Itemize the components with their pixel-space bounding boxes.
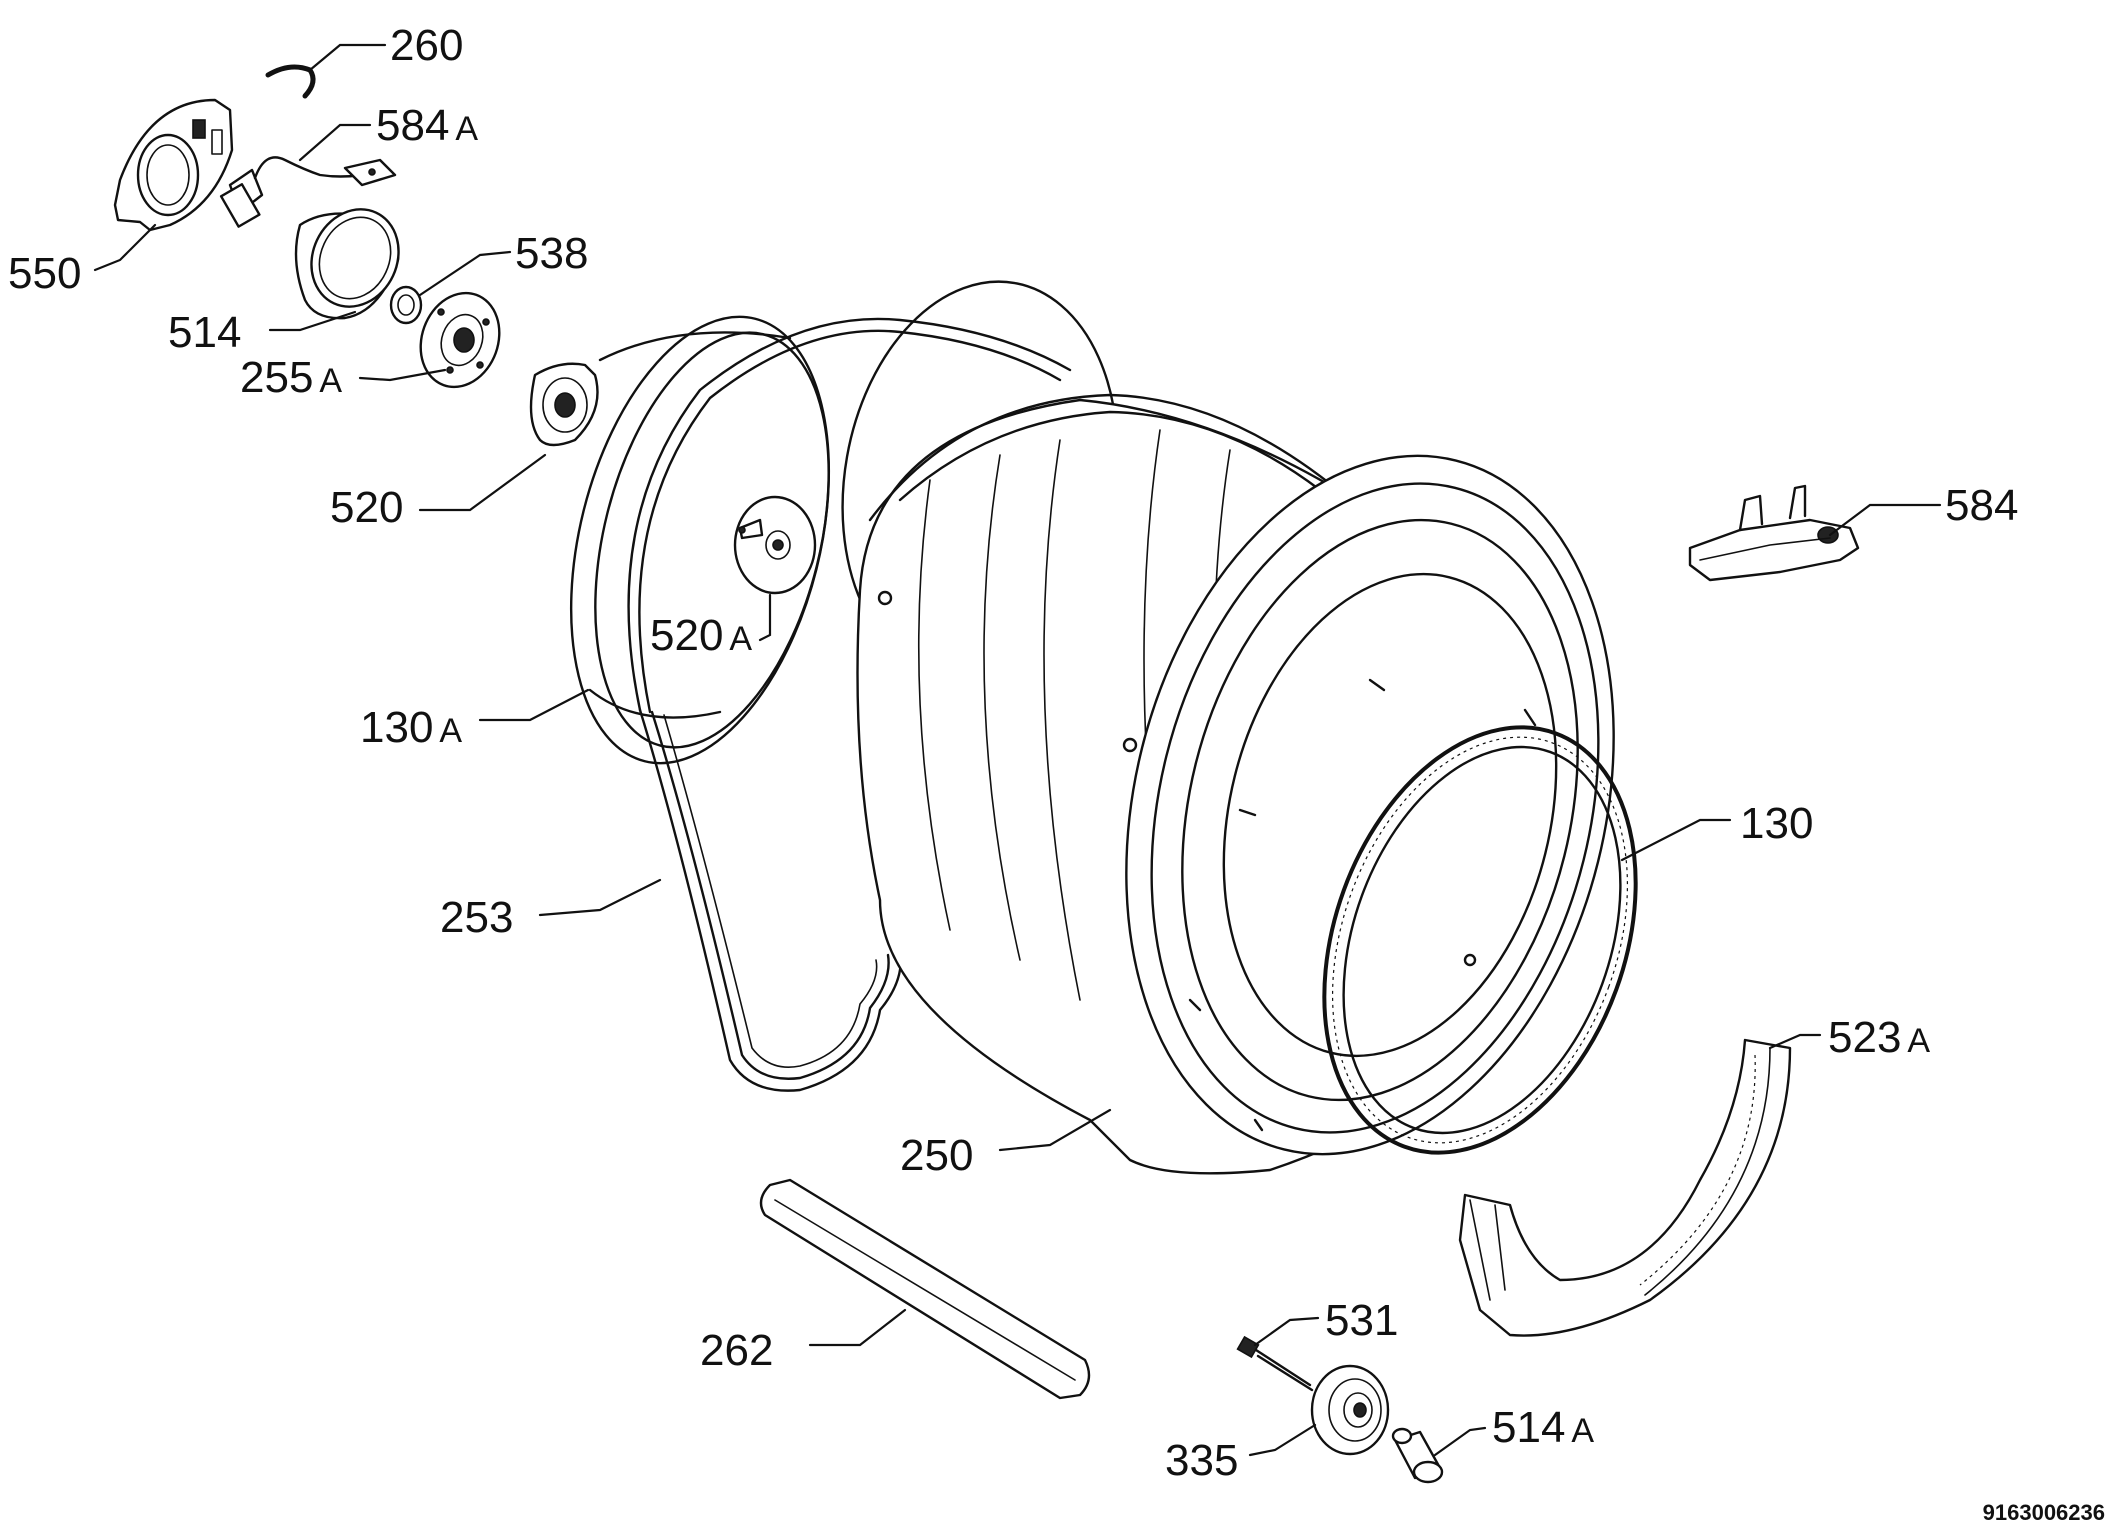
- part-538-ring: [389, 285, 423, 325]
- callout-253: 253: [440, 893, 513, 942]
- callout-538: 538: [515, 229, 588, 278]
- part-253-drive-belt: [627, 317, 1072, 1092]
- part-250-drum: [841, 280, 1615, 1175]
- leader-lines: [93, 43, 1942, 1457]
- callout-520: 520: [330, 483, 403, 532]
- callout-260: 260: [390, 21, 463, 70]
- part-260-clip: [265, 64, 316, 99]
- callout-250: 250: [900, 1131, 973, 1180]
- part-520a-shaft: [733, 495, 817, 595]
- callout-130: 130: [1740, 799, 1813, 848]
- callout-262: 262: [700, 1326, 773, 1375]
- part-130a-rear-seal: [569, 315, 831, 765]
- part-523a-bearing-segment: [1458, 1038, 1792, 1337]
- callout-584: 584: [1945, 481, 2018, 530]
- callout-514: 514: [168, 308, 241, 357]
- part-531-screw: [1236, 1335, 1314, 1392]
- part-584-thermostat: [1688, 484, 1860, 582]
- part-262-strip: [759, 1178, 1091, 1400]
- part-335-roller: [1310, 1364, 1390, 1456]
- callout-550: 550: [8, 249, 81, 298]
- part-520-bearing-plate: [529, 362, 599, 447]
- part-584a-sensor: [219, 156, 397, 228]
- callout-335: 335: [1165, 1436, 1238, 1485]
- callout-531: 531: [1325, 1296, 1398, 1345]
- part-514-sleeve: [294, 208, 400, 320]
- part-130-front-seal: [1322, 725, 1638, 1155]
- part-514a-bushing: [1391, 1427, 1444, 1484]
- part-550-bracket: [113, 98, 234, 232]
- part-255a-flange: [419, 291, 501, 389]
- drawing-number: 9163006236: [1983, 1500, 2105, 1525]
